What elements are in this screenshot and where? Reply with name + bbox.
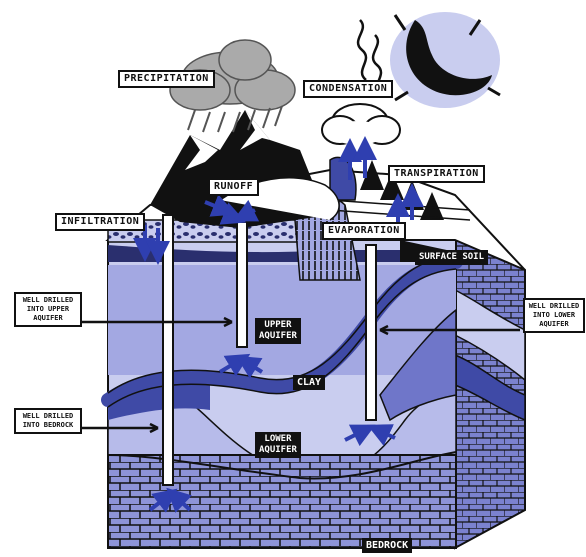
label-surface-soil: SURFACE SOIL xyxy=(415,250,488,265)
well-bedrock xyxy=(163,215,173,485)
label-well-upper: WELL DRILLED INTO UPPER AQUIFER xyxy=(14,292,82,327)
label-runoff: RUNOFF xyxy=(208,178,259,196)
label-well-lower: WELL DRILLED INTO LOWER AQUIFER xyxy=(523,298,585,333)
label-lower-aquifer: LOWER AQUIFER xyxy=(255,432,301,458)
label-transpiration: TRANSPIRATION xyxy=(388,165,485,183)
well-lower xyxy=(366,245,376,420)
label-evaporation: EVAPORATION xyxy=(322,222,406,240)
label-upper-aquifer: UPPER AQUIFER xyxy=(255,318,301,344)
label-precipitation: PRECIPITATION xyxy=(118,70,215,88)
well-upper xyxy=(237,222,247,347)
sun-icon xyxy=(390,12,500,108)
label-bedrock: BEDROCK xyxy=(362,538,412,553)
label-well-bedrock: WELL DRILLED INTO BEDROCK xyxy=(14,408,82,434)
label-infiltration: INFILTRATION xyxy=(55,213,145,231)
label-condensation: CONDENSATION xyxy=(303,80,393,98)
label-clay: CLAY xyxy=(293,375,325,390)
